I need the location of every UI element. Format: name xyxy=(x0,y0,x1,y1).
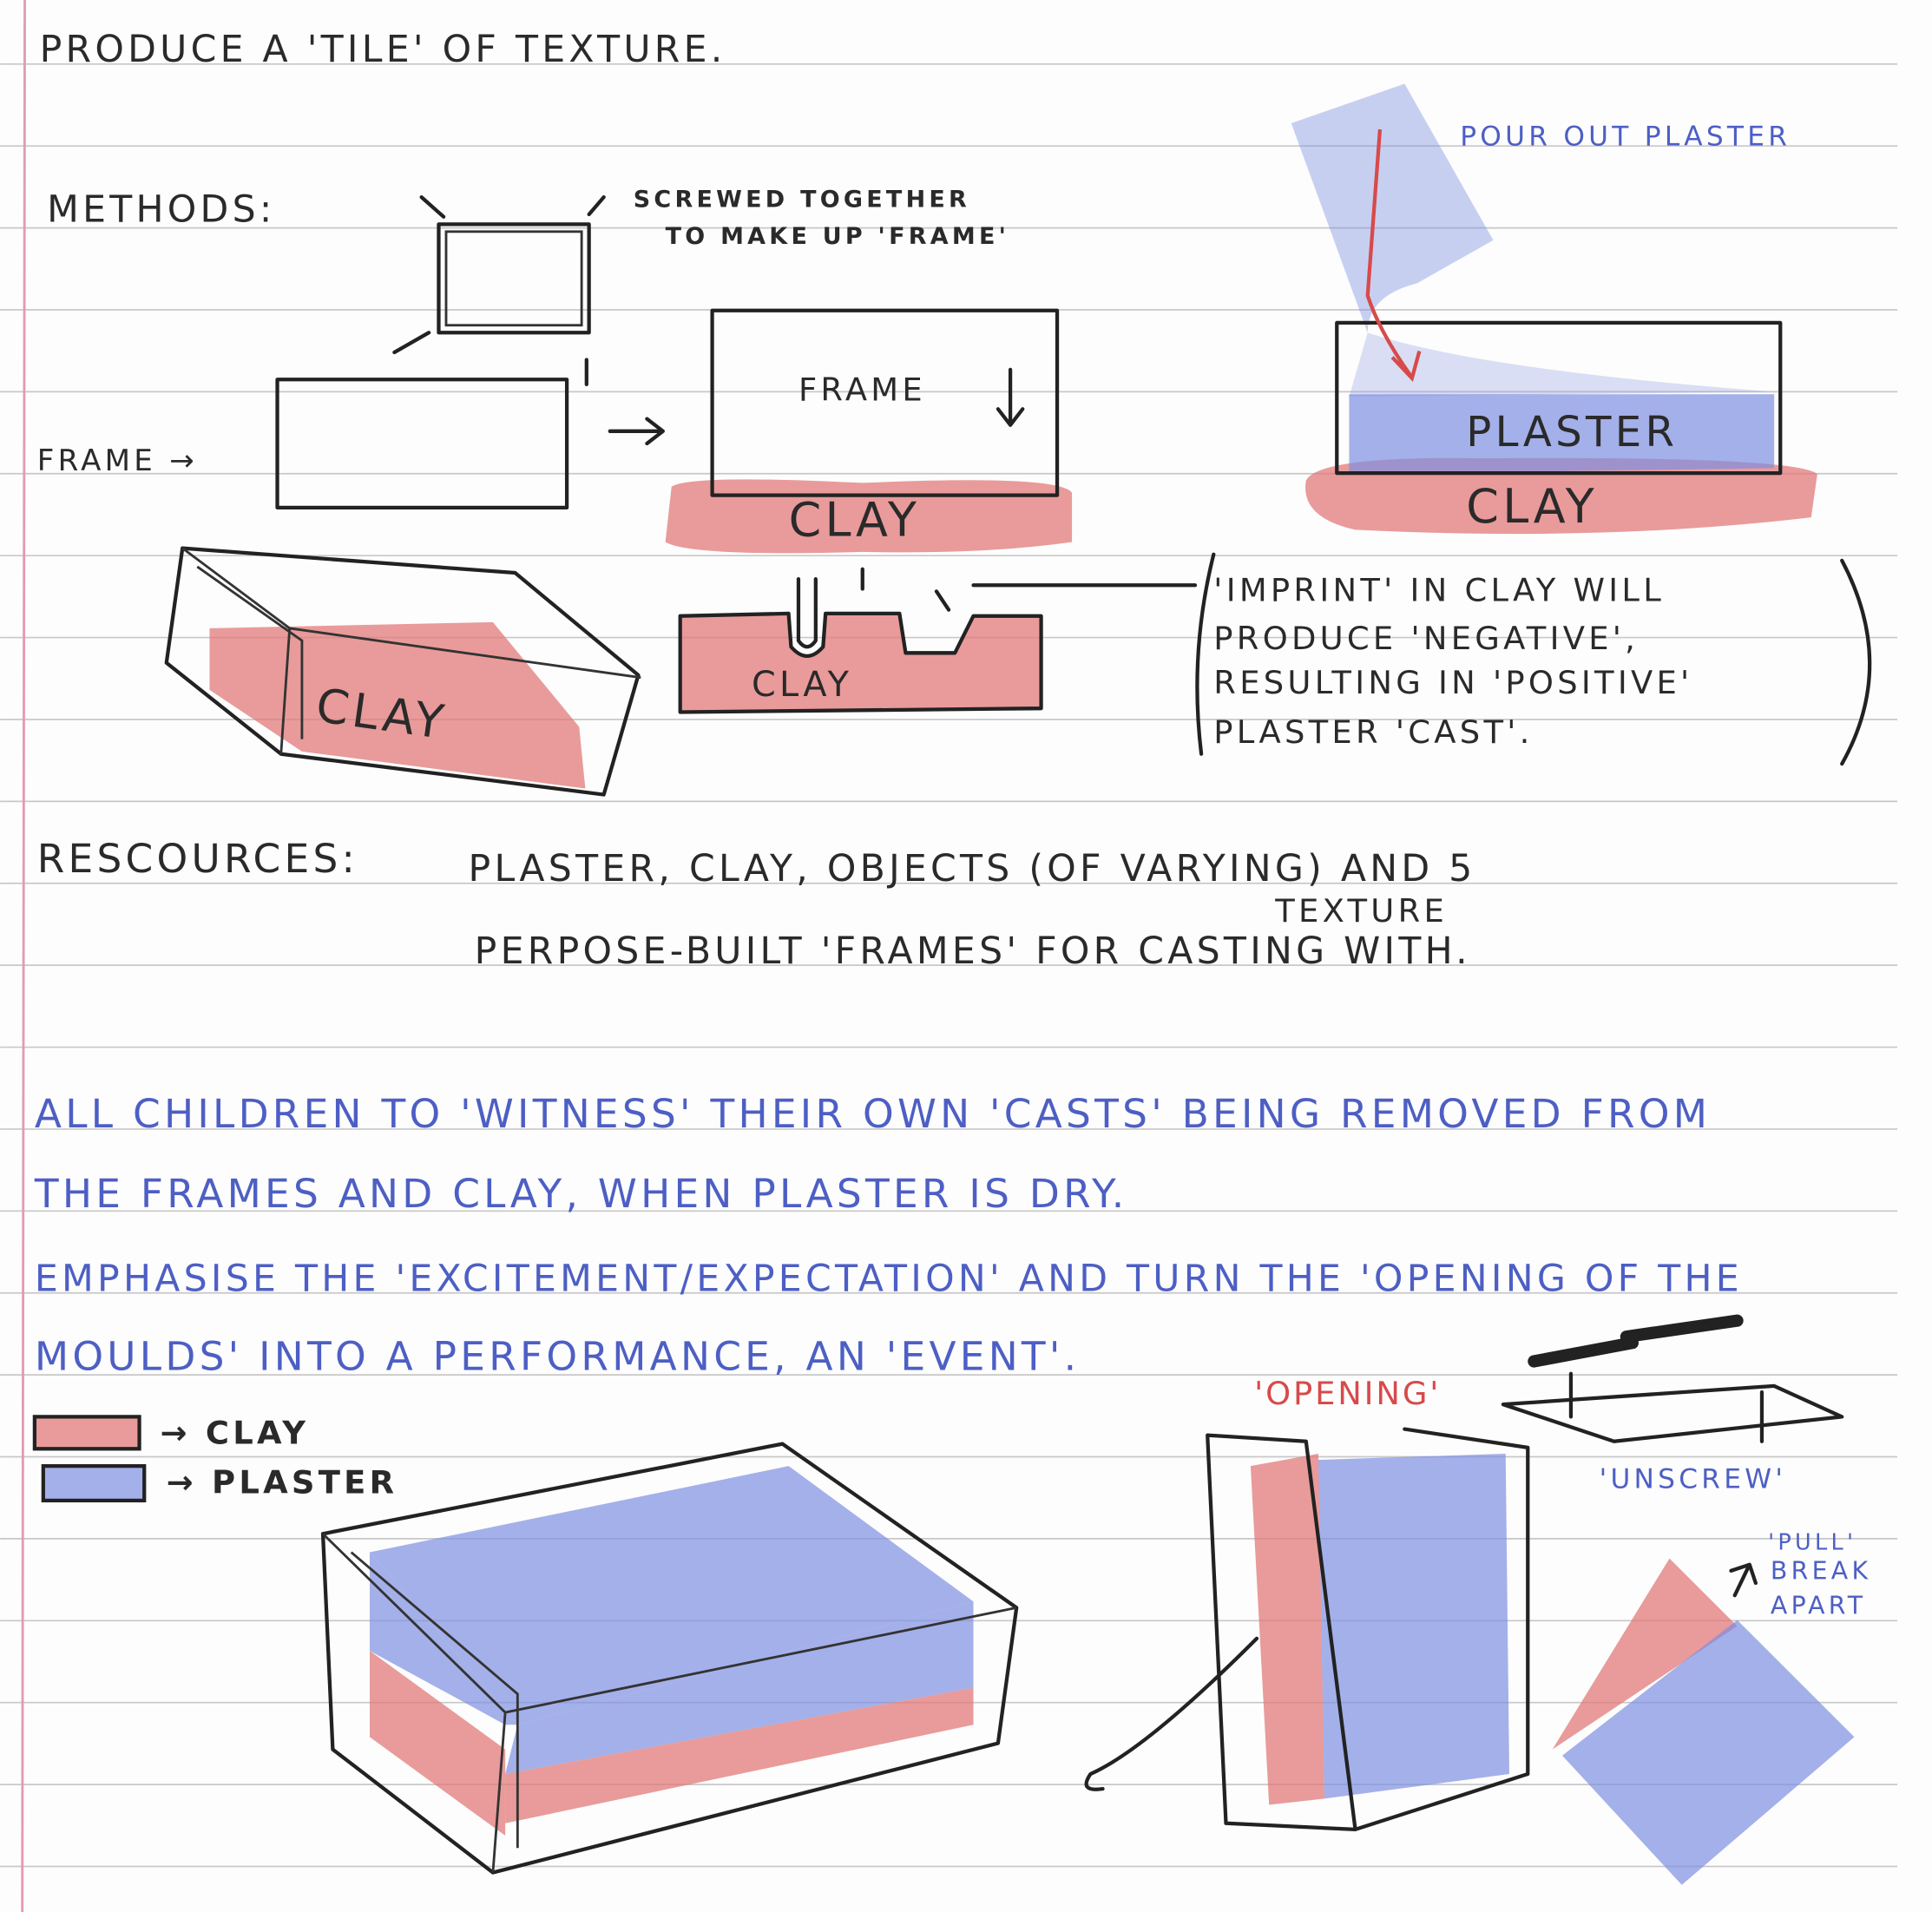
page-title: PRODUCE A 'TILE' OF TEXTURE. xyxy=(40,28,726,71)
note-line4: MOULDS' INTO A PERFORMANCE, AN 'EVENT'. xyxy=(35,1333,1080,1379)
pour-plaster-sketch xyxy=(1291,83,1817,535)
methods-heading: METHODS: xyxy=(47,188,275,232)
screwed-frame-sketch xyxy=(392,194,606,387)
imprint-note-line2: PRODUCE 'NEGATIVE', xyxy=(1213,620,1639,657)
ruled-lines xyxy=(0,62,1898,1868)
note-line2: THE FRAMES AND CLAY, WHEN PLASTER IS DRY… xyxy=(34,1171,1128,1217)
resources-line1-sub: TEXTURE xyxy=(1274,892,1448,930)
break-label: BREAK xyxy=(1771,1557,1871,1586)
screw-note-line2: TO MAKE UP 'FRAME' xyxy=(666,223,1009,250)
legend-plaster-label: → PLASTER xyxy=(167,1463,398,1501)
imprint-note-line1: 'IMPRINT' IN CLAY WILL xyxy=(1213,572,1665,609)
mould-box-sketch xyxy=(320,1442,1019,1875)
resources-heading: RESCOURCES: xyxy=(37,836,358,882)
legend-plaster-swatch xyxy=(41,1464,147,1503)
imprint-note-line3: RESULTING IN 'POSITIVE' xyxy=(1213,664,1692,701)
resources-line2: PERPOSE-BUILT 'FRAMES' FOR CASTING WITH. xyxy=(475,930,1471,973)
note-line3: EMPHASISE THE 'EXCITEMENT/EXPECTATION' A… xyxy=(35,1258,1743,1301)
frame-inner-label: FRAME xyxy=(798,371,926,408)
unscrew-sketch xyxy=(1501,1314,1844,1443)
note-bracket xyxy=(1195,552,1872,766)
screw-note-line1: SCREWED TOGETHER xyxy=(634,186,970,213)
unscrew-label: 'UNSCREW' xyxy=(1600,1464,1787,1495)
frame-sketch xyxy=(275,378,569,509)
note-line1: ALL CHILDREN TO 'WITNESS' THEIR OWN 'CAS… xyxy=(35,1091,1711,1137)
frame-on-clay-sketch xyxy=(665,308,1073,554)
clay-label-imprint: CLAY xyxy=(752,665,852,705)
break-apart-sketch xyxy=(1552,1558,1855,1885)
frame-label: FRAME → xyxy=(37,444,198,478)
legend-clay-swatch xyxy=(32,1415,141,1451)
imprint-note-line4: PLASTER 'CAST'. xyxy=(1213,713,1533,751)
pour-plaster-label: POUR OUT PLASTER xyxy=(1460,121,1791,152)
opening-label: 'OPENING' xyxy=(1254,1375,1441,1412)
pull-label: 'PULL' xyxy=(1768,1530,1856,1556)
clay-label-step3: CLAY xyxy=(1466,479,1598,534)
plaster-label: PLASTER xyxy=(1466,408,1678,457)
resources-line1: PLASTER, CLAY, OBJECTS (OF VARYING) AND … xyxy=(469,847,1476,890)
opening-mould-sketch xyxy=(1084,1427,1530,1832)
legend-clay-label: → CLAY xyxy=(161,1415,310,1452)
arrow-icon xyxy=(608,417,665,446)
iso-frame-clay-sketch xyxy=(164,546,641,797)
clay-label-step2: CLAY xyxy=(789,492,921,547)
margin-line xyxy=(21,0,26,1912)
imprint-clay-sketch xyxy=(678,567,1198,714)
apart-label: APART xyxy=(1771,1591,1866,1620)
